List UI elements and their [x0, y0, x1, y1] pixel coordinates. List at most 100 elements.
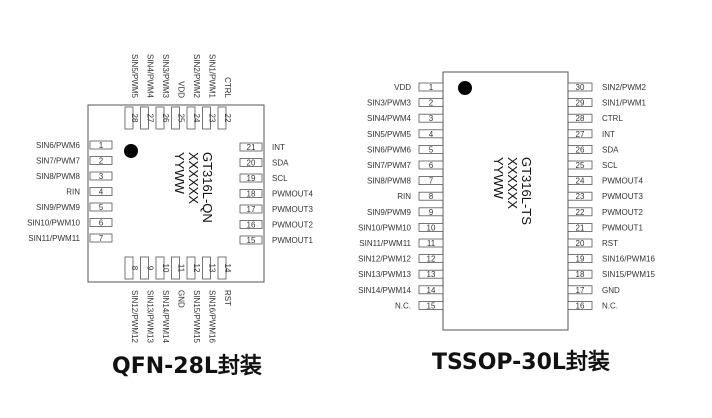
tssop-pin-number: 23: [576, 192, 585, 201]
tssop-pin-number: 6: [429, 161, 434, 170]
qfn-pin-label: INT: [272, 143, 285, 152]
tssop-pin-label: SIN6/PWM6: [367, 145, 412, 154]
qfn-marking-line: YYWW: [172, 152, 187, 195]
qfn-pin-number: 19: [247, 174, 256, 183]
qfn-pin-label: PWMOUT2: [272, 221, 313, 230]
tssop-pin-number: 21: [576, 223, 585, 232]
qfn-body: [87, 104, 265, 283]
qfn-pin-number: 20: [247, 159, 256, 168]
tssop-pin-number: 22: [576, 208, 585, 217]
tssop-pin-number: 24: [576, 177, 585, 186]
qfn-pin-number: 3: [99, 172, 104, 181]
qfn-pin-label: SIN3/PWM3: [161, 54, 170, 99]
qfn-pin-pad: [171, 106, 180, 130]
tssop-pin-number: 18: [576, 270, 585, 279]
qfn-pin-label: RST: [223, 290, 232, 306]
qfn-pin-number: 25: [177, 114, 186, 123]
tssop-pin-number: 7: [429, 177, 434, 186]
tssop-pin-number: 1: [429, 83, 434, 92]
tssop-pin-label: SIN3/PWM3: [367, 99, 412, 108]
tssop-pin-pad: [418, 160, 444, 170]
tssop-pin-pad: [418, 113, 444, 123]
qfn-pin-pad: [140, 256, 149, 280]
tssop-caption: TSSOP-30L封装: [432, 350, 610, 375]
qfn-pin-label: PWMOUT4: [272, 190, 313, 199]
qfn-pin-label: RIN: [66, 188, 80, 197]
qfn-pin-number: 13: [208, 264, 217, 273]
qfn-pin-number: 2: [99, 157, 104, 166]
qfn-pin-pad: [155, 256, 165, 280]
tssop-pin-pad: [567, 238, 593, 248]
qfn-marking-line: GT316L-QN: [200, 152, 215, 223]
qfn-pin-pad: [239, 204, 263, 214]
tssop-pin-pad: [418, 144, 444, 154]
tssop-pin-number: 5: [429, 145, 434, 154]
qfn-pin-pad: [89, 171, 113, 181]
tssop-pin-label: PWMOUT1: [602, 223, 643, 232]
tssop-pin-number: 14: [427, 286, 436, 295]
tssop-pin-pad: [567, 82, 593, 92]
tssop-pin-number: 11: [427, 239, 436, 248]
qfn-pin-number: 4: [99, 188, 104, 197]
tssop-pin-label: SIN10/PWM10: [358, 223, 411, 232]
qfn-pin-label: SIN4/PWM4: [146, 54, 155, 99]
tssop-pin-label: SIN15/PWM15: [602, 270, 655, 279]
tssop-pin-label: SIN7/PWM7: [367, 161, 412, 170]
tssop-pin-pad: [418, 254, 444, 264]
tssop-pin-label: SIN9/PWM9: [367, 208, 412, 217]
tssop-pin1-dot: [458, 81, 472, 95]
qfn-pin-pad: [89, 156, 113, 165]
qfn-pin-label: SIN13/PWM13: [146, 290, 155, 343]
tssop-pin-pad: [567, 160, 593, 170]
qfn-pin-pad: [124, 256, 134, 280]
tssop-pin-label: SIN13/PWM13: [358, 270, 411, 279]
tssop-pin-label: N.C.: [602, 301, 618, 310]
tssop-pin-number: 17: [576, 286, 585, 295]
qfn-pin-number: 7: [99, 234, 104, 243]
tssop-pin-number: 20: [576, 239, 585, 248]
qfn-pin-label: SIN12/PWM12: [130, 290, 139, 343]
tssop-body: [442, 71, 569, 331]
tssop-pin-number: 2: [429, 99, 434, 108]
qfn-pin-number: 6: [99, 219, 104, 228]
qfn-pin-number: 1: [99, 141, 104, 150]
qfn-pin-number: 9: [146, 266, 155, 271]
tssop-pin-pad: [567, 285, 593, 295]
qfn-pin-pad: [239, 189, 263, 198]
tssop-pin-label: SIN14/PWM14: [358, 286, 411, 295]
qfn-pin-label: SIN5/PWM5: [130, 54, 139, 99]
tssop-pin-pad: [418, 300, 444, 310]
tssop-pin-number: 25: [576, 161, 585, 170]
qfn-pin-number: 22: [223, 114, 232, 123]
qfn-pin-pad: [239, 173, 263, 183]
tssop-pin-pad: [567, 269, 593, 279]
tssop-pin-label: SIN5/PWM5: [367, 130, 412, 139]
qfn-pin-pad: [239, 220, 263, 229]
tssop-pin-number: 3: [429, 114, 434, 123]
qfn-pin-label: PWMOUT1: [272, 236, 313, 245]
qfn-pin-number: 5: [99, 203, 104, 212]
tssop-pin-pad: [418, 207, 444, 217]
qfn-pin-number: 15: [247, 236, 256, 245]
tssop-pin-pad: [418, 176, 444, 186]
tssop-pin-pad: [418, 98, 444, 107]
qfn-pin-number: 12: [192, 264, 201, 273]
tssop-pin-label: SIN16/PWM16: [602, 255, 655, 264]
qfn-pin-pad: [89, 233, 113, 243]
qfn-pin-label: SIN8/PWM8: [36, 172, 81, 181]
tssop-marking-line: YYWW: [491, 157, 506, 200]
qfn-pin-pad: [124, 106, 134, 130]
tssop-pin-pad: [567, 191, 593, 201]
qfn-pin-number: 28: [130, 114, 139, 123]
qfn-pin-label: SIN16/PWM16: [208, 290, 217, 343]
qfn-pin-label: SIN1/PWM1: [208, 54, 217, 99]
qfn-pin-label: GND: [177, 290, 186, 308]
qfn-pin-number: 26: [161, 114, 170, 123]
tssop-pin-label: SIN1/PWM1: [602, 99, 647, 108]
tssop-pin-pad: [418, 222, 444, 232]
qfn-pin-label: SIN6/PWM6: [36, 141, 81, 150]
tssop-pin-number: 28: [576, 114, 585, 123]
tssop-pin-label: VDD: [394, 83, 411, 92]
qfn-pin-number: 10: [161, 264, 170, 273]
